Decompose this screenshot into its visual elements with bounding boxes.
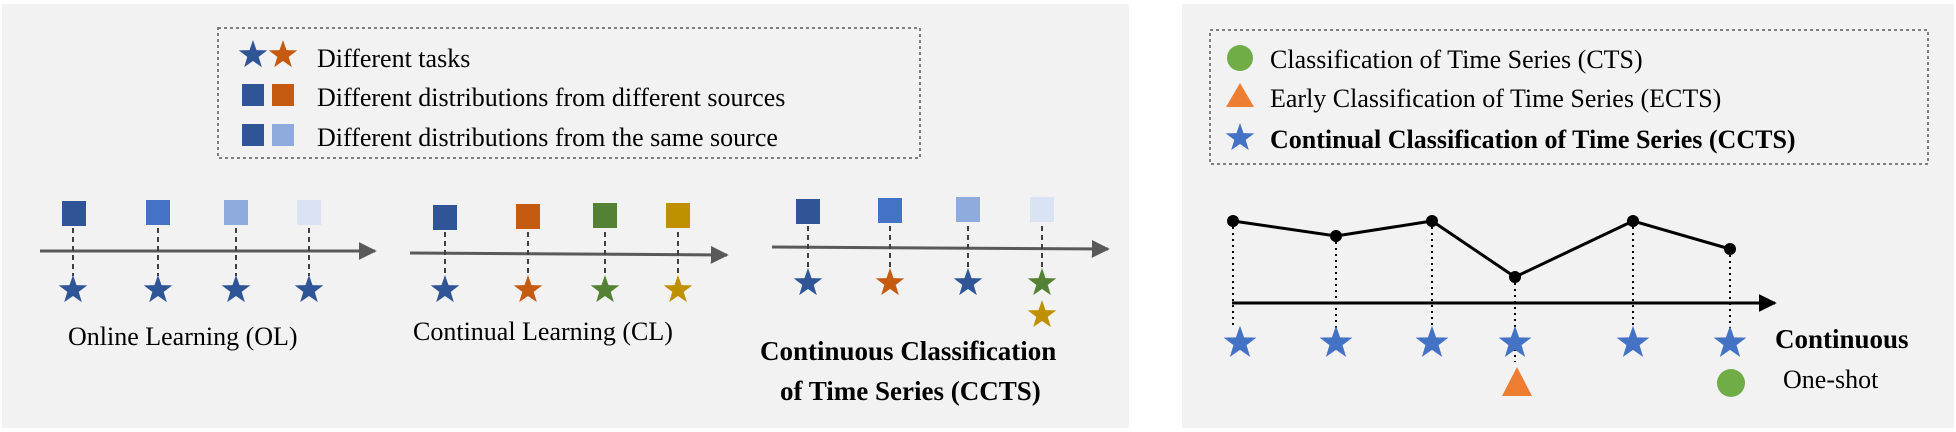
early-triangle-orange-icon (1502, 367, 1532, 396)
time-series-point (1330, 230, 1342, 242)
cl-square-gold-icon (666, 203, 690, 228)
ol-square-light-blue-icon (224, 200, 248, 225)
legend-triangle-orange-icon (1226, 83, 1254, 107)
one-shot-circle-green-icon (1717, 369, 1745, 397)
legend-circle-green-icon (1227, 45, 1253, 71)
legend-diff-sources-label: Different distributions from different s… (317, 83, 785, 112)
left-legend: Different tasks Different distributions … (217, 27, 921, 159)
continuous-label: Continuous (1775, 324, 1909, 354)
legend-ccts-label: Continual Classification of Time Series … (1270, 125, 1796, 154)
ccts-square-blue-icon (878, 198, 902, 223)
ccts-axis (771, 239, 1110, 258)
time-series-point (1509, 271, 1521, 283)
cl-diagram: Continual Learning (CL) (409, 203, 729, 346)
time-series-line (1232, 219, 1731, 279)
legend-square-light-blue-icon (272, 124, 294, 146)
ccts-square-light-blue-icon (956, 197, 980, 222)
ol-diagram: Online Learning (OL) (40, 200, 377, 351)
one-shot-label: One-shot (1783, 365, 1879, 394)
ccts-square-navy-icon (796, 199, 820, 224)
time-series-point (1426, 215, 1438, 227)
time-series-diagram: Continuous One-shot (1223, 215, 1909, 397)
legend-same-source-label: Different distributions from the same so… (317, 123, 778, 152)
time-series-point (1627, 215, 1639, 227)
ccts-square-pale-blue-icon (1030, 197, 1054, 222)
cl-title: Continual Learning (CL) (413, 317, 673, 346)
right-panel-background (1182, 4, 1954, 428)
legend-square-navy-icon (242, 84, 264, 106)
time-series-point (1227, 215, 1239, 227)
ol-square-navy-icon (62, 201, 86, 226)
left-panel-background (2, 4, 1129, 428)
time-series-point (1724, 243, 1736, 255)
cl-square-orange-icon (516, 204, 540, 229)
ccts-title-line1: Continuous Classification (760, 336, 1056, 366)
legend-square-orange-icon (272, 84, 294, 106)
legend-tasks-label: Different tasks (317, 44, 470, 73)
ccts-diagram: Continuous Classification of Time Series… (760, 197, 1110, 406)
left-legend-border (217, 27, 921, 159)
ol-square-blue-icon (146, 200, 170, 225)
legend-square-navy-icon-2 (242, 124, 264, 146)
cl-axis (409, 245, 729, 264)
legend-ects-label: Early Classification of Time Series (ECT… (1270, 84, 1721, 113)
legend-cts-label: Classification of Time Series (CTS) (1270, 45, 1643, 74)
cl-square-navy-icon (433, 205, 457, 230)
ccts-title-line2: of Time Series (CCTS) (780, 376, 1041, 406)
cl-square-green-icon (593, 203, 617, 228)
right-legend: Classification of Time Series (CTS) Earl… (1209, 29, 1929, 165)
ol-square-pale-blue-icon (297, 200, 321, 225)
ol-title: Online Learning (OL) (68, 322, 298, 351)
